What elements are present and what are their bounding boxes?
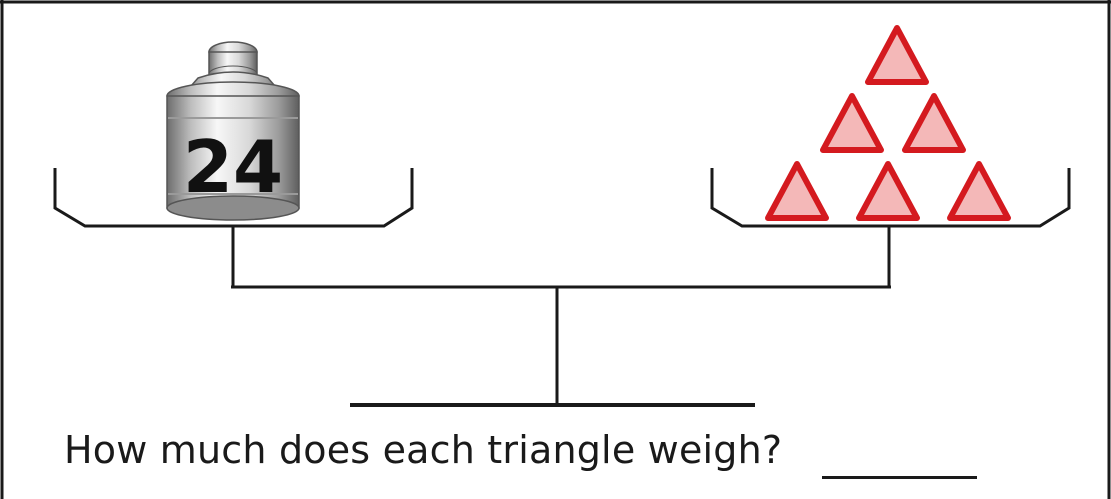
triangle-icon (820, 93, 884, 153)
weight-icon: 24 (166, 41, 300, 221)
right-pan (710, 168, 1071, 228)
weight-label: 24 (183, 125, 283, 209)
triangle-icon (765, 161, 829, 221)
answer-blank[interactable] (822, 476, 977, 479)
triangle-icon (856, 161, 920, 221)
triangle-group (765, 25, 1011, 221)
triangle-icon (865, 25, 929, 85)
triangle-icon (902, 93, 966, 153)
question-text: How much does each triangle weigh? (64, 428, 783, 472)
triangle-icon (947, 161, 1011, 221)
